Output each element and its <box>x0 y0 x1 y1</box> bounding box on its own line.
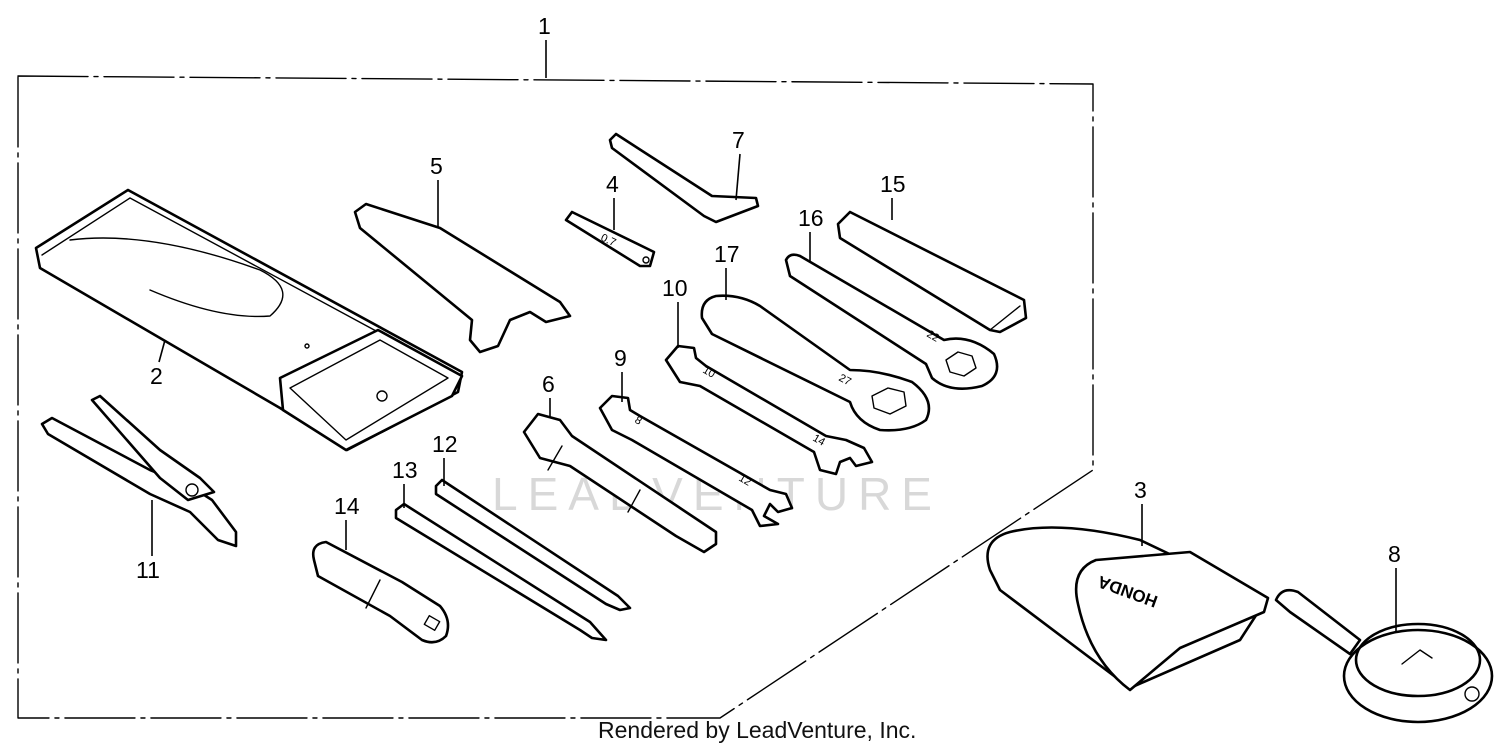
wrench-10-marking: 10 <box>701 364 718 381</box>
callout-3: 3 <box>1134 477 1147 503</box>
wrench-27-marking: 27 <box>837 372 853 388</box>
handle-tube <box>836 210 1028 334</box>
wrench-12-marking: 12 <box>737 472 754 489</box>
callout-6: 6 <box>542 371 555 397</box>
callout-8: 8 <box>1388 541 1401 567</box>
honda-pouch: HONDA <box>986 526 1270 692</box>
callouts: 1 2 3 4 5 6 7 8 9 10 11 12 13 14 15 16 1… <box>136 13 1401 632</box>
pin-spanner <box>353 202 572 354</box>
callout-10: 10 <box>662 275 688 301</box>
tool-kit-frame <box>17 75 1094 719</box>
tool-pouch <box>34 188 464 452</box>
feeler-gauge-marking: 0.7 <box>599 232 618 249</box>
callout-7: 7 <box>732 127 745 153</box>
box-wrench-17-27: 27 <box>700 294 931 432</box>
hex-key <box>608 132 760 224</box>
callout-2: 2 <box>150 363 163 389</box>
callout-14: 14 <box>334 493 360 519</box>
footer-credit: Rendered by LeadVenture, Inc. <box>598 717 916 743</box>
wrench-14-marking: 14 <box>811 432 828 449</box>
callout-11: 11 <box>136 557 160 583</box>
spark-plug-socket <box>522 412 718 554</box>
callout-16: 16 <box>798 205 824 231</box>
callout-9: 9 <box>614 345 627 371</box>
callout-4: 4 <box>606 171 619 197</box>
callout-17: 17 <box>714 241 740 267</box>
callout-5: 5 <box>430 153 443 179</box>
open-wrench-8-12: 8 12 <box>598 394 794 528</box>
screwdriver-shaft-12 <box>434 478 632 612</box>
box-wrench-22: 22 <box>784 253 999 390</box>
callout-12: 12 <box>432 431 458 457</box>
feeler-gauge: 0.7 <box>564 210 656 268</box>
callout-1: 1 <box>538 13 551 39</box>
wrench-22-marking: 22 <box>925 328 942 345</box>
screwdriver-handle <box>311 540 450 644</box>
pliers <box>40 394 238 548</box>
tire-pressure-gauge <box>1274 588 1494 724</box>
leader-2 <box>158 339 166 363</box>
callout-15: 15 <box>880 171 906 197</box>
leader-7 <box>735 153 741 201</box>
screwdriver-shaft-13 <box>394 502 608 642</box>
callout-13: 13 <box>392 457 418 483</box>
wrench-8-marking: 8 <box>633 414 644 427</box>
open-wrench-10-14: 10 14 <box>664 344 874 476</box>
